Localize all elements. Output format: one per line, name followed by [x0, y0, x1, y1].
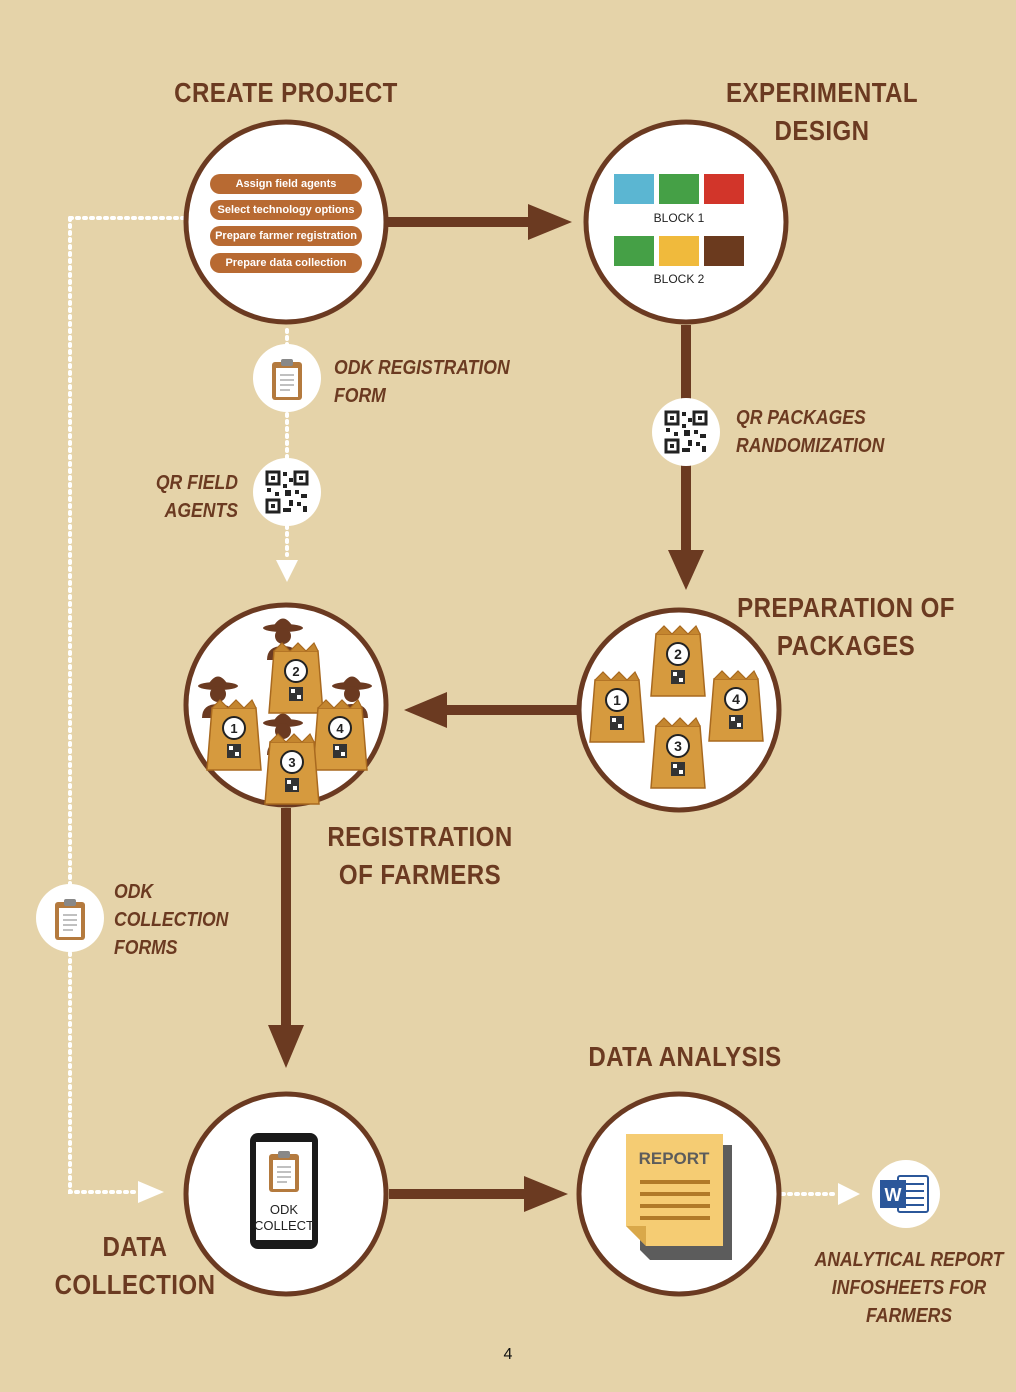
qr-field-agents-line-2: AGENTS: [164, 500, 238, 522]
experimental-design-line-1: EXPERIMENTAL: [725, 77, 919, 108]
experimental-design-title: EXPERIMENTAL DESIGN: [693, 74, 951, 150]
odk-registration-line-2: FORM: [334, 385, 386, 407]
block-swatches: [614, 174, 744, 266]
odk-collection-forms-label: ODK COLLECTION FORMS: [114, 878, 255, 962]
step-prepare-data-collection: Prepare data collection: [210, 253, 362, 273]
odk-collect-label: ODK COLLECT: [254, 1202, 314, 1234]
solid-arrows: [281, 217, 691, 1199]
step-assign-field-agents: Assign field agents: [210, 174, 362, 194]
word-icon-letter: W: [885, 1185, 902, 1205]
qr-field-agents-icon: [253, 458, 321, 526]
registration-of-farmers-title: REGISTRATION OF FARMERS: [291, 818, 549, 894]
report-document-icon: [626, 1134, 732, 1260]
odk-collection-line-2: COLLECTION: [114, 909, 229, 931]
outputs-line-3: FARMERS: [865, 1305, 953, 1327]
preparation-line-2: PACKAGES: [776, 630, 916, 661]
step-prepare-farmer-registration: Prepare farmer registration: [210, 226, 362, 246]
block-2-label: BLOCK 2: [654, 272, 705, 286]
odk-registration-line-1: ODK REGISTRATION: [334, 357, 510, 379]
data-collection-title: DATA COLLECTION: [19, 1228, 251, 1304]
outputs-line-1: ANALYTICAL REPORT: [814, 1249, 1004, 1271]
dotted-arrowheads: [138, 560, 860, 1205]
block-2-swatch-1: [614, 236, 654, 266]
odk-collect-line-2: COLLECT: [254, 1218, 314, 1233]
data-analysis-title: DATA ANALYSIS: [588, 1041, 782, 1072]
step-select-technology-options: Select technology options: [210, 200, 362, 220]
odk-collection-line-1: ODK: [114, 881, 154, 903]
preparation-of-packages-title: PREPARATION OF PACKAGES: [717, 589, 975, 665]
farmer-package-3: 3: [288, 755, 295, 770]
outputs-line-2: INFOSHEETS FOR: [831, 1277, 987, 1299]
qr-packages-randomization-label: QR PACKAGES RANDOMIZATION: [736, 404, 912, 460]
qr-packages-line-1: QR PACKAGES: [736, 407, 866, 429]
odk-registration-icon: [253, 344, 321, 412]
registration-line-1: REGISTRATION: [327, 821, 513, 852]
package-number-2: 2: [674, 646, 682, 662]
odk-collection-icon: [36, 884, 104, 952]
experimental-design-line-2: DESIGN: [774, 115, 870, 146]
package-number-1: 1: [613, 692, 621, 708]
preparation-line-1: PREPARATION OF: [737, 592, 955, 623]
word-document-icon: [872, 1160, 940, 1228]
odk-registration-form-label: ODK REGISTRATION FORM: [334, 354, 510, 410]
qr-packages-line-2: RANDOMIZATION: [736, 435, 885, 457]
package-number-3: 3: [674, 738, 682, 754]
qr-field-agents-label: QR FIELD AGENTS: [132, 469, 238, 525]
block-2-swatch-2: [659, 236, 699, 266]
page-number: 4: [503, 1346, 513, 1363]
farmer-package-2: 2: [292, 664, 299, 679]
data-collection-line-2: COLLECTION: [54, 1269, 216, 1300]
outputs-label: ANALYTICAL REPORT INFOSHEETS FOR FARMERS: [801, 1246, 1016, 1330]
farmer-package-1: 1: [230, 721, 237, 736]
block-1-swatch-1: [614, 174, 654, 204]
report-label: REPORT: [639, 1149, 710, 1168]
package-number-4: 4: [732, 691, 740, 707]
block-2-swatch-3: [704, 236, 744, 266]
phone-icon: [250, 1133, 318, 1249]
solid-arrowheads: [268, 204, 704, 1212]
qr-field-agents-line-1: QR FIELD: [155, 472, 238, 494]
qr-packages-icon: [652, 398, 720, 466]
registration-line-2: OF FARMERS: [338, 859, 502, 890]
data-collection-line-1: DATA: [102, 1231, 168, 1262]
block-1-label: BLOCK 1: [654, 211, 705, 225]
block-1-swatch-2: [659, 174, 699, 204]
odk-collection-line-3: FORMS: [114, 937, 178, 959]
odk-collect-line-1: ODK: [269, 1202, 299, 1217]
farmer-package-4: 4: [336, 721, 344, 736]
block-1-swatch-3: [704, 174, 744, 204]
create-project-title: CREATE PROJECT: [174, 77, 398, 108]
